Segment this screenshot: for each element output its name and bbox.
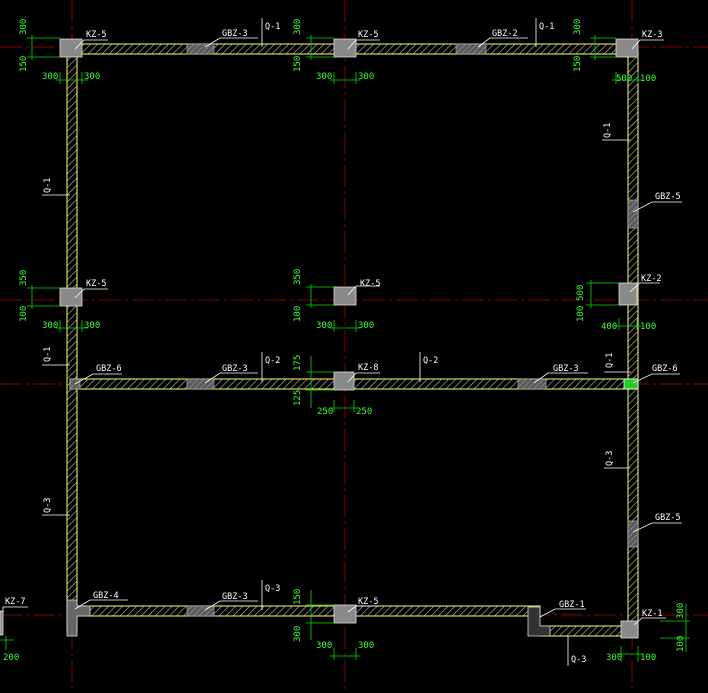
column-kz5-mid-left [59,287,83,307]
column-kz2 [618,282,638,306]
label-gbz6: GBZ-6 [652,364,678,374]
dim-text: 125 [293,390,303,406]
wall-bottom [69,605,541,617]
dim-text: 100 [640,74,656,84]
label-q1: Q-1 [539,22,554,32]
gbz1-corner [527,606,551,637]
label-q1: Q-1 [605,353,615,368]
label-q1: Q-1 [43,347,53,362]
dim-text: 300 [84,321,100,331]
column-kz3 [615,38,639,58]
label-gbz3: GBZ-3 [222,592,248,602]
dim-text: 150 [19,56,29,72]
label-q2: Q-2 [423,356,438,366]
label-kz5: KZ-5 [86,30,106,40]
dim-text: 150 [293,56,303,72]
dim-text: 250 [317,407,333,417]
walls [66,43,639,637]
column-kz5-top-left [59,38,83,58]
dim-text: 150 [573,56,583,72]
label-kz3: KZ-3 [642,30,662,40]
dim-text: 300 [358,321,374,331]
label-q2: Q-2 [265,356,280,366]
dim-text: 175 [293,355,303,371]
label-q3: Q-3 [571,655,586,665]
column-kz5-bottom [333,604,357,624]
label-kz7: KZ-7 [5,597,25,607]
dim-text: 100 [293,306,303,322]
label-gbz1: GBZ-1 [559,600,585,610]
label-gbz3: GBZ-3 [553,364,579,374]
dim-text: 500 [576,285,586,301]
label-gbz4: GBZ-4 [93,591,119,601]
column-kz8 [333,371,355,391]
dim-text: 100 [640,653,656,663]
label-q1: Q-1 [603,123,613,138]
gbz6-right-marker [623,378,639,390]
component-labels: KZ-5 GBZ-3 Q-1 KZ-5 GBZ-2 Q-1 KZ-3 Q-1 Q… [5,22,681,665]
label-gbz3: GBZ-3 [222,29,248,39]
label-q1: Q-1 [265,22,280,32]
dim-text: 100 [576,306,586,322]
dim-text: 300 [358,72,374,82]
gbz4-corner [66,599,91,637]
dim-text: 300 [606,653,622,663]
label-q3: Q-3 [605,451,615,466]
dim-text: 300 [316,321,332,331]
dim-text: 300 [84,72,100,82]
dim-text: 400 [601,322,617,332]
column-kz7 [0,610,4,636]
dim-text: 200 [3,653,19,663]
dim-text: 100 [676,636,686,652]
label-kz5: KZ-5 [360,279,380,289]
label-gbz5: GBZ-5 [655,513,681,523]
column-kz5-top-mid [333,38,357,58]
gbz-segments [69,43,639,617]
dim-text: 300 [676,603,686,619]
dim-text: 150 [293,589,303,605]
dim-text: 300 [316,641,332,651]
label-kz5: KZ-5 [86,279,106,289]
leader-lines [2,18,682,666]
columns [0,38,639,639]
dim-text: 300 [42,321,58,331]
dim-text: 350 [293,269,303,285]
dim-text: 300 [358,641,374,651]
dim-text: 250 [356,407,372,417]
label-kz8: KZ-8 [358,363,378,373]
label-gbz2: GBZ-2 [492,29,518,39]
dim-text: 350 [19,270,29,286]
label-gbz5: GBZ-5 [655,192,681,202]
dim-text: 300 [293,19,303,35]
label-kz2: KZ-2 [641,274,661,284]
wall-left [66,49,78,631]
dimension-lines [0,35,690,662]
label-gbz6: GBZ-6 [96,364,122,374]
label-gbz3: GBZ-3 [222,364,248,374]
dim-text: 100 [640,322,656,332]
dim-text: 300 [573,19,583,35]
dim-text: 300 [42,72,58,82]
dimension-labels: 300 150 300 300 300 150 300 300 300 150 … [3,19,686,663]
dim-text: 500 [616,74,632,84]
dim-text: 300 [19,19,29,35]
label-kz5: KZ-5 [358,597,378,607]
column-kz1 [620,620,639,639]
column-kz5-mid [333,286,357,306]
dim-text: 100 [19,306,29,322]
label-kz5: KZ-5 [358,30,378,40]
wall-bottom-step [539,625,635,637]
label-kz1: KZ-1 [642,609,662,619]
label-q1: Q-1 [43,178,53,193]
dim-text: 300 [316,72,332,82]
label-q3: Q-3 [265,584,280,594]
label-q3: Q-3 [43,498,53,513]
dim-text: 300 [293,626,303,642]
